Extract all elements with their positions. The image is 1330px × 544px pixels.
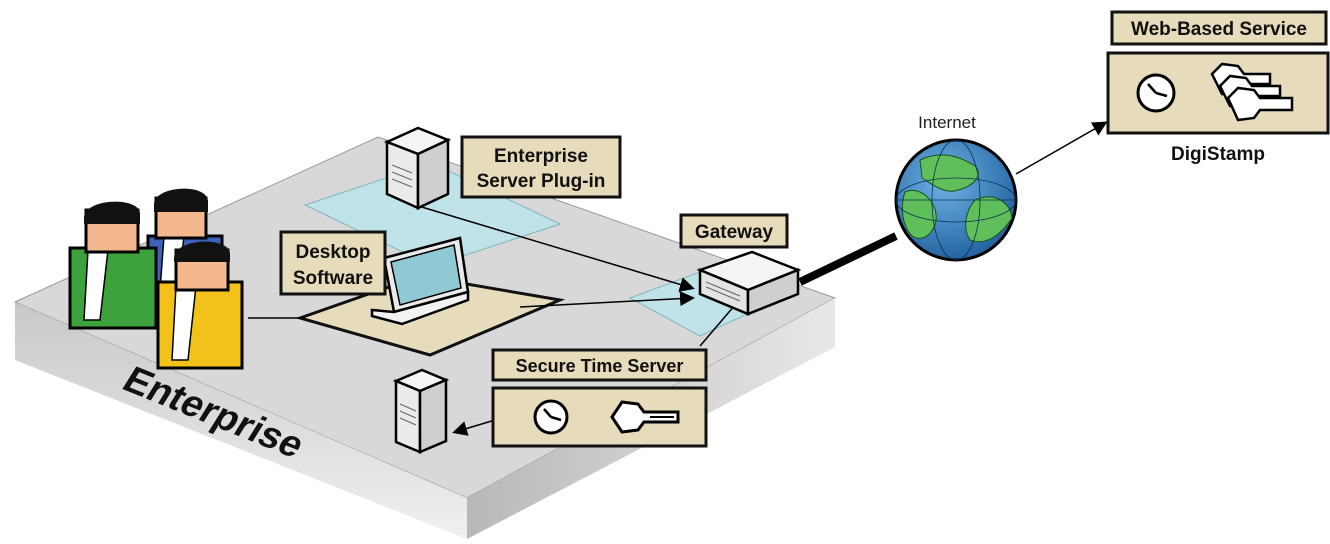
gateway-label-box — [679, 213, 789, 249]
gateway-device-icon — [696, 250, 802, 316]
web-based-service-label-box — [1110, 10, 1328, 46]
secure-time-server-panel — [491, 386, 708, 448]
clock-icon — [533, 399, 569, 435]
desktop-software-line2: Software — [293, 268, 373, 289]
gateway-label: Gateway — [695, 222, 774, 243]
laptop-icon — [370, 236, 470, 326]
internet-to-service-arrow — [1015, 121, 1108, 175]
users-group — [68, 188, 244, 370]
service-keys-icon — [1210, 62, 1294, 122]
secure-time-server-label: Secure Time Server — [516, 356, 684, 376]
key-icon — [610, 400, 680, 434]
desktop-software-line1: Desktop — [296, 242, 371, 263]
gateway-to-timeserver-line — [699, 304, 736, 347]
web-based-service-panel — [1106, 51, 1330, 135]
internet-globe-icon — [894, 138, 1018, 262]
internet-label: Internet — [918, 113, 976, 132]
service-clock-icon — [1136, 73, 1176, 113]
person-yellow — [156, 241, 244, 370]
connectors — [248, 121, 1108, 436]
secure-time-server-label-box — [491, 348, 708, 382]
digistamp-label: DigiStamp — [1171, 144, 1265, 165]
timeserver-to-server-arrow — [452, 419, 496, 436]
enterprise-server-plugin-line2: Server Plug-in — [477, 171, 606, 192]
enterprise-server-plugin-line1: Enterprise — [494, 146, 588, 167]
enterprise-server-icon — [383, 126, 452, 210]
web-based-service-label: Web-Based Service — [1131, 19, 1307, 40]
gateway-internet-trunk — [798, 232, 898, 286]
plugin-to-gateway-arrow — [414, 204, 695, 292]
enterprise-server-plugin-box — [460, 135, 622, 199]
lower-server-icon — [392, 368, 450, 454]
desktop-software-box — [279, 230, 387, 296]
person-green — [68, 201, 158, 330]
desktop-to-gateway-arrow — [519, 291, 695, 308]
